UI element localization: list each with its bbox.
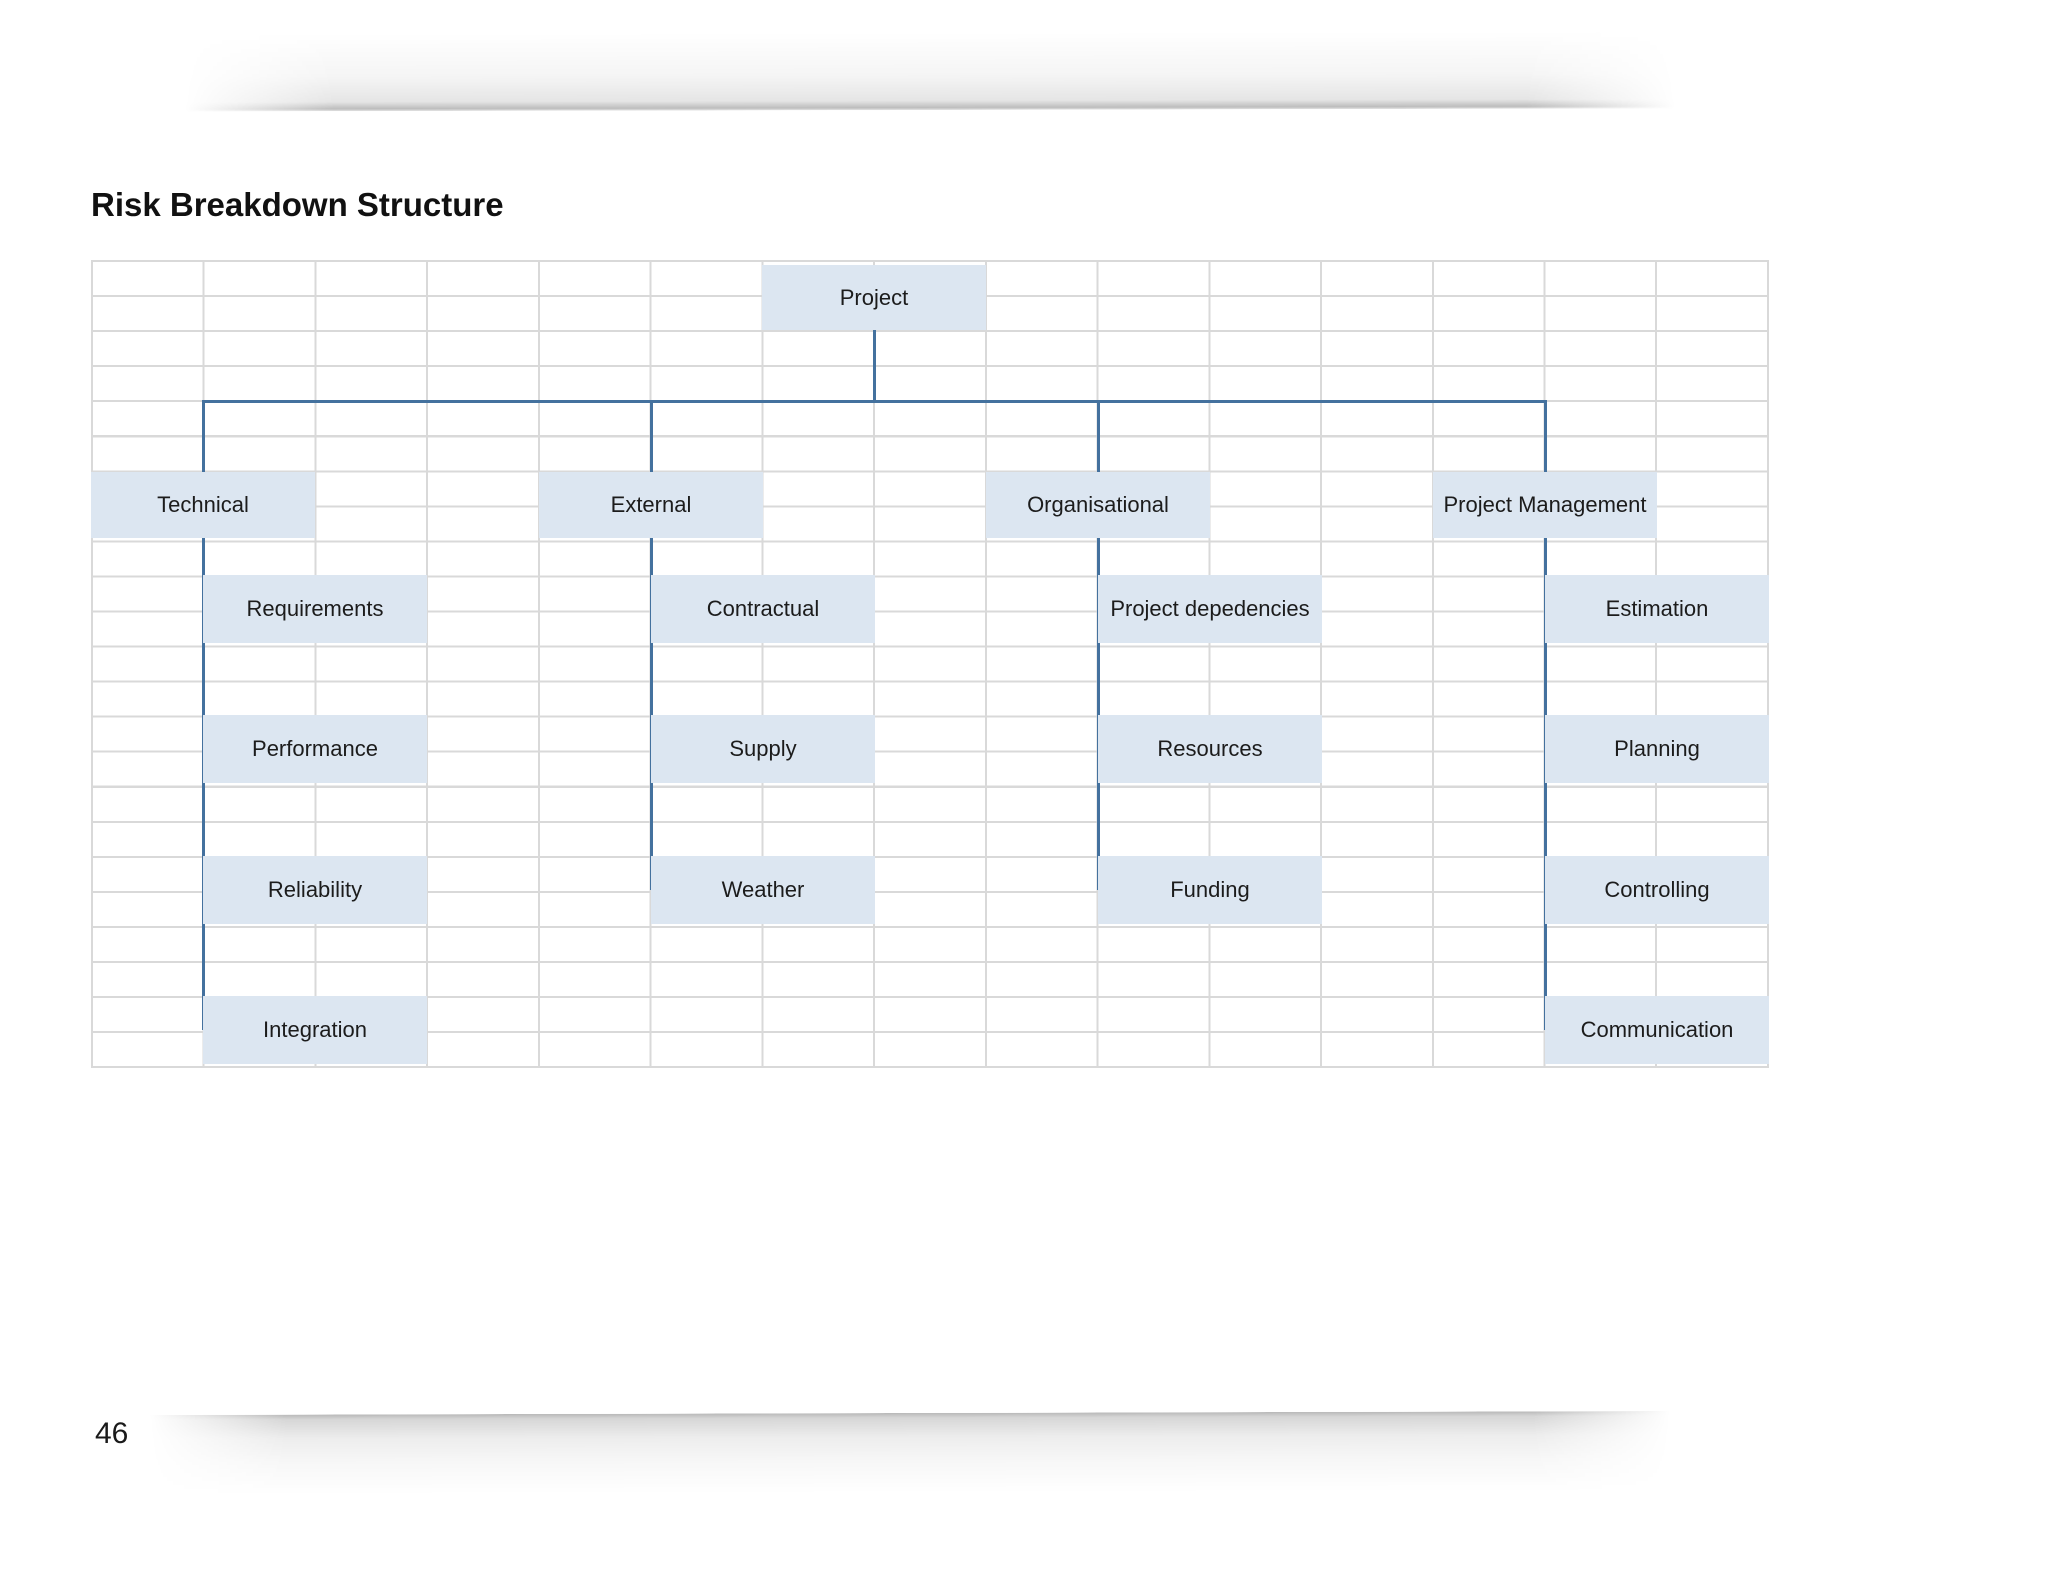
page-title: Risk Breakdown Structure — [91, 186, 504, 223]
node-integration: Integration — [203, 996, 427, 1064]
node-technical: Technical — [91, 472, 315, 538]
connector-horizontal-rail — [202, 400, 1547, 403]
connector-stem-organisational — [1097, 538, 1100, 890]
node-funding: Funding — [1098, 856, 1322, 924]
node-planning: Planning — [1545, 715, 1769, 783]
node-supply: Supply — [651, 715, 875, 783]
connector-stem-technical — [202, 538, 205, 1030]
node-requirements: Requirements — [203, 575, 427, 643]
node-organisational: Organisational — [986, 472, 1210, 538]
connector-drop-organisational — [1097, 400, 1100, 472]
connector-drop-project-management — [1544, 400, 1547, 472]
node-performance: Performance — [203, 715, 427, 783]
connector-root-stem — [873, 330, 876, 400]
node-external: External — [539, 472, 763, 538]
page-bottom-shadow — [149, 1411, 1671, 1495]
node-project: Project — [762, 265, 986, 330]
node-weather: Weather — [651, 856, 875, 924]
connector-drop-external — [650, 400, 653, 472]
node-estimation: Estimation — [1545, 575, 1769, 643]
node-contractual: Contractual — [651, 575, 875, 643]
node-controlling: Controlling — [1545, 856, 1769, 924]
node-communication: Communication — [1545, 996, 1769, 1064]
page-number: 46 — [95, 1417, 129, 1450]
page-top-shadow — [184, 30, 1676, 112]
connector-stem-external — [650, 538, 653, 890]
node-project-management: Project Management — [1433, 472, 1657, 538]
spreadsheet-grid — [91, 260, 1769, 1068]
node-resources: Resources — [1098, 715, 1322, 783]
node-project-depedencies: Project depedencies — [1098, 575, 1322, 643]
connector-drop-technical — [202, 400, 205, 472]
connector-stem-project-management — [1544, 538, 1547, 1030]
node-reliability: Reliability — [203, 856, 427, 924]
